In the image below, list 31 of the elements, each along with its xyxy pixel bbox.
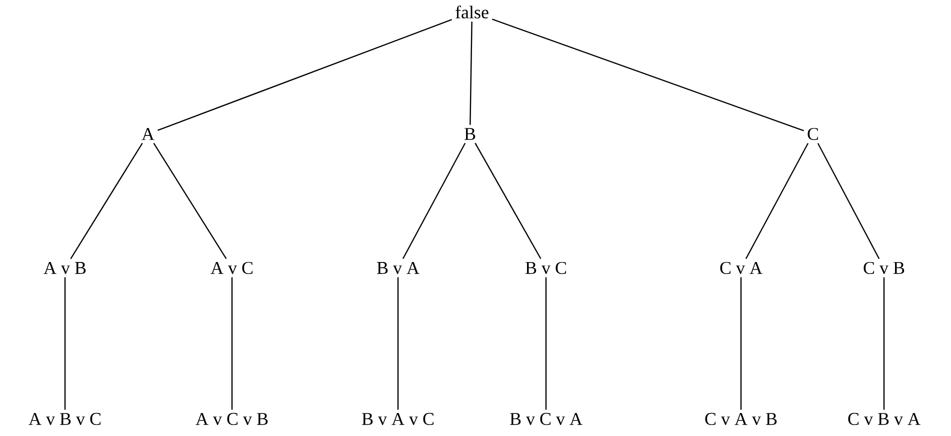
tree-branch-line	[745, 142, 809, 260]
tree-node-label: C v B	[864, 262, 904, 274]
tree-branch-line	[492, 18, 804, 132]
tree-node-label: C	[808, 128, 818, 140]
tree-node-label: B v A v C	[362, 412, 434, 426]
tree-node-label: A	[142, 128, 154, 140]
tree-node-label: A v C v B	[196, 412, 268, 426]
tree-node-label: C v A	[720, 262, 762, 274]
tree-node-label: B	[464, 128, 476, 140]
tree-branch-line	[740, 277, 742, 410]
tree-branch-line	[474, 142, 542, 260]
tree-node-label: A v C	[210, 262, 252, 274]
tree-branch-line	[397, 277, 399, 410]
tree-branch-line	[231, 277, 233, 410]
tree-branch-line	[545, 277, 547, 410]
tree-node-label: A v B v C	[28, 412, 101, 426]
tree-branch-line	[64, 277, 66, 410]
tree-node-label: A v B	[44, 262, 86, 274]
tree-branch-line	[70, 142, 143, 260]
tree-node-label: C v A v B	[705, 412, 777, 426]
tree-branch-line	[158, 19, 452, 131]
tree-node-label: B v C v A	[510, 412, 582, 426]
tree-node-label: B v A	[377, 262, 420, 274]
tree-branch-line	[153, 142, 227, 260]
tree-node-label: B v C	[526, 262, 566, 274]
tree-node-label: false	[456, 6, 488, 18]
tree-branch-line	[883, 277, 885, 410]
tree-branch-line	[817, 142, 880, 260]
tree-node-label: C v B v A	[848, 412, 920, 426]
tree-branch-line	[470, 22, 472, 125]
tree-branch-line	[402, 142, 466, 260]
